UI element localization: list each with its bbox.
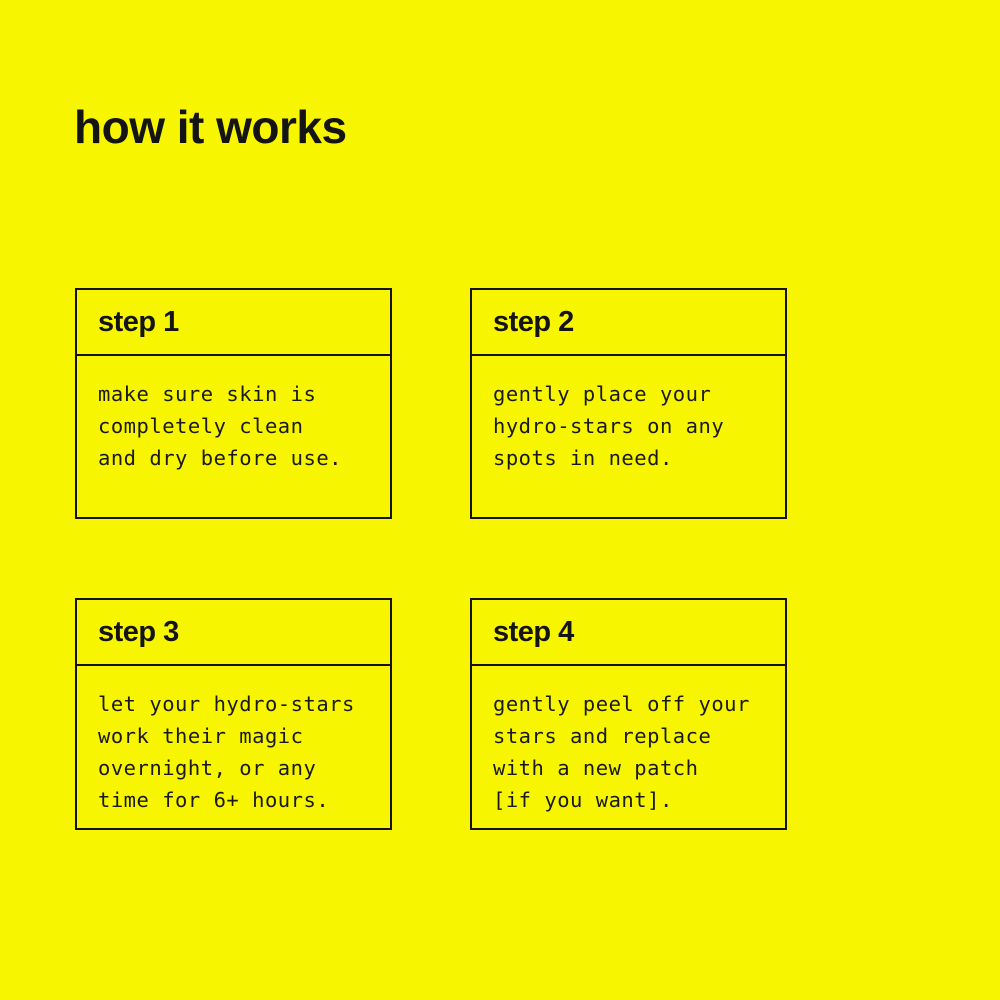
step-header-1: step 1 — [77, 290, 390, 356]
step-label-4: step 4 — [493, 615, 574, 648]
step-card-3: step 3 let your hydro-stars work their m… — [75, 598, 392, 830]
step-header-3: step 3 — [77, 600, 390, 666]
step-header-2: step 2 — [472, 290, 785, 356]
step-label-3: step 3 — [98, 615, 179, 648]
page-title: how it works — [74, 101, 347, 153]
step-header-4: step 4 — [472, 600, 785, 666]
steps-grid: step 1 make sure skin is completely clea… — [75, 288, 787, 830]
step-body-2: gently place your hydro-stars on any spo… — [493, 382, 725, 470]
step-card-1: step 1 make sure skin is completely clea… — [75, 288, 392, 519]
step-label-2: step 2 — [493, 305, 574, 338]
step-body-3: let your hydro-stars work their magic ov… — [98, 692, 355, 812]
step-card-2: step 2 gently place your hydro-stars on … — [470, 288, 787, 519]
step-body-1: make sure skin is completely clean and d… — [98, 382, 342, 470]
step-body-4: gently peel off your stars and replace w… — [493, 692, 750, 812]
step-card-4: step 4 gently peel off your stars and re… — [470, 598, 787, 830]
step-label-1: step 1 — [98, 305, 179, 338]
